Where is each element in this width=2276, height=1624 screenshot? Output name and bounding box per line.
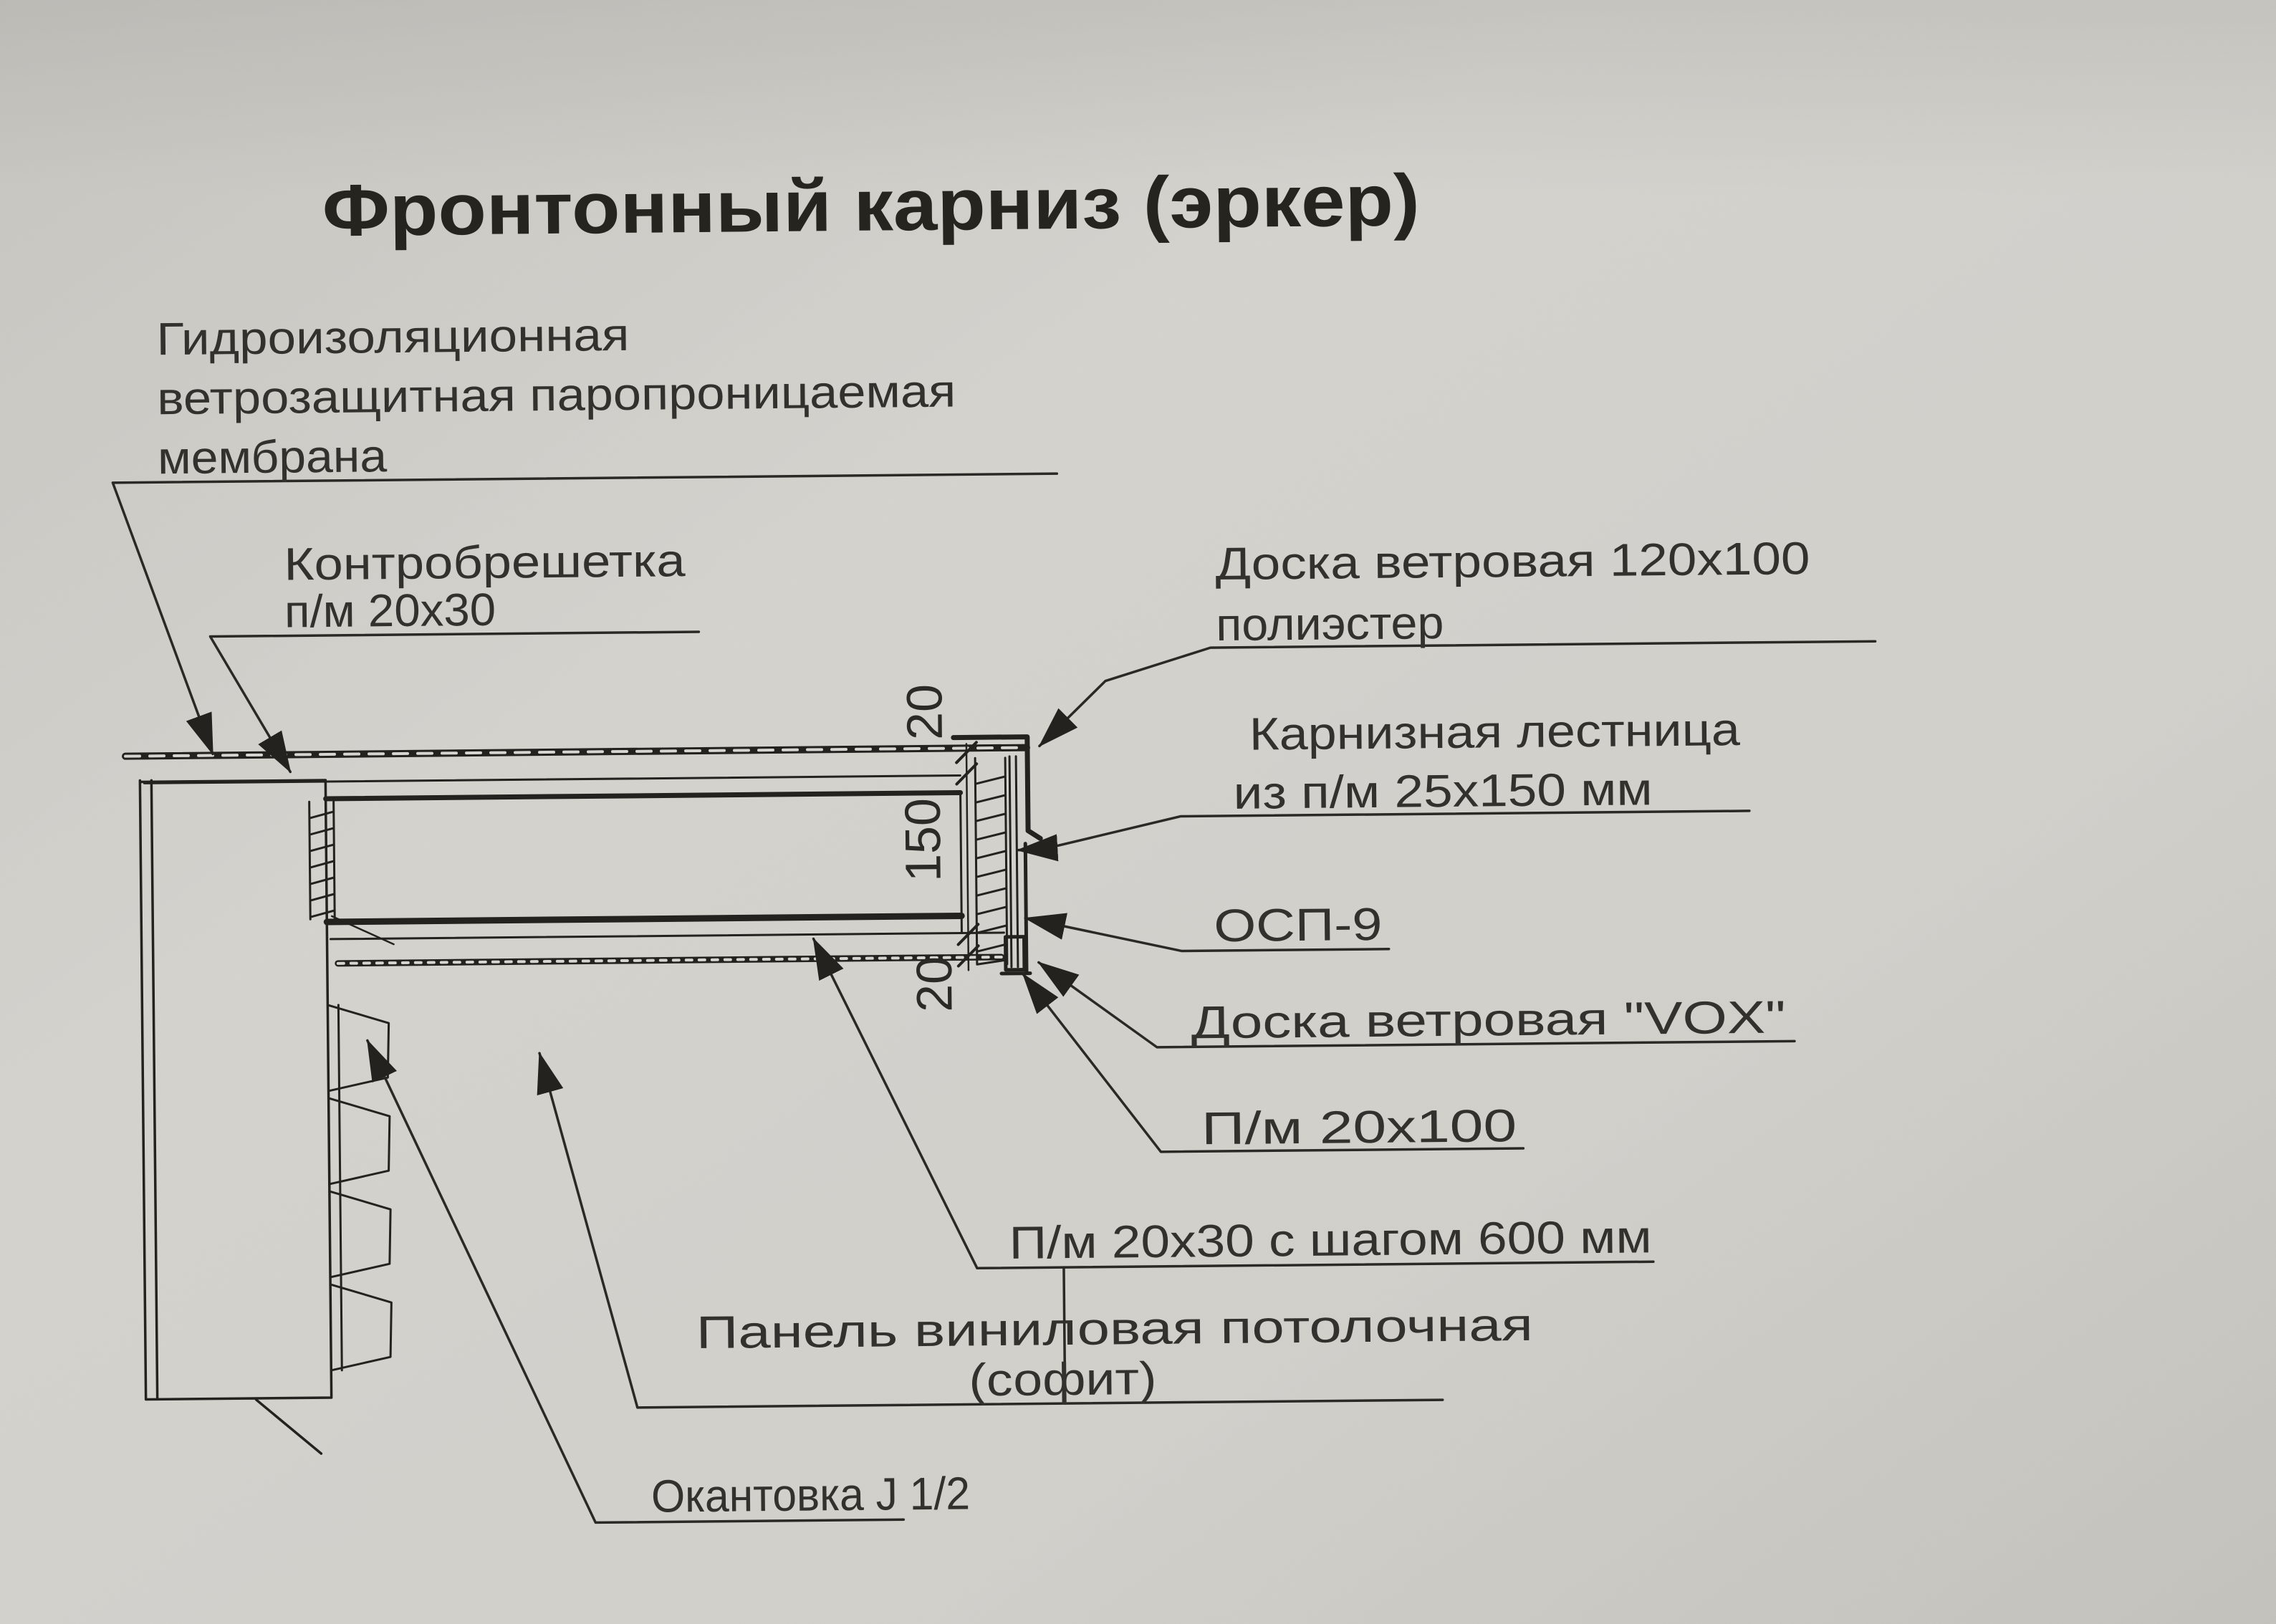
soffit-panel-leader (537, 1052, 1444, 1409)
callout-labels: Гидроизоляционная ветрозащитная паропрон… (156, 309, 1810, 1522)
osb-sheathing-lines (1008, 755, 1019, 969)
counter-batten-label-line2: п/м 20x30 (284, 584, 496, 638)
cornice-ladder-hatch (974, 756, 1009, 966)
rafter-top-line (143, 774, 961, 784)
wind-board-polyester-label-line1: Доска ветровая 120x100 (1215, 532, 1810, 590)
counter-batten-label-line1: Контробрешетка (284, 534, 686, 590)
soffit-batten-line (329, 931, 1005, 941)
dimension-ticks (955, 741, 980, 968)
osb-label: ОСП-9 (1214, 898, 1383, 951)
leader-lines (111, 472, 1877, 1524)
box-bottom-chord (323, 912, 965, 926)
counter-batten-leader (208, 630, 701, 774)
label-connector-line (1062, 1266, 1067, 1405)
soffit-panel-label-line2: (софит) (969, 1352, 1157, 1406)
soffit-panel-label-line1: Панель виниловая потолочная (696, 1299, 1533, 1358)
box-top-chord (323, 789, 964, 802)
callout-soffit-panel: Панель виниловая потолочная (софит) (696, 1299, 1533, 1406)
wind-board-polyester-leader (1038, 640, 1877, 748)
vox-leader (1037, 961, 1796, 1049)
batten-600-leader (812, 937, 1655, 1270)
cornice-ladder-label-line2: из п/м 25x150 мм (1233, 763, 1653, 819)
callout-counter-batten: Контробрешетка п/м 20x30 (284, 534, 686, 637)
drawing-title: Фронтонный карниз (эркер) (322, 159, 1420, 251)
dim-middle-150: 150 (895, 798, 951, 883)
membrane-leader (111, 472, 1059, 756)
j-trim-label: Окантовка J 1/2 (651, 1467, 971, 1522)
membrane-label-line3: мембрана (158, 430, 388, 484)
osb-leader (1024, 913, 1391, 953)
soffit-panel-line (335, 953, 1005, 967)
board-20x100-leader (1022, 972, 1525, 1153)
batten-600-label: П/м 20x30 с шагом 600 мм (1009, 1211, 1652, 1269)
cornice-ladder-leader (1016, 809, 1751, 862)
wall-outline (138, 779, 333, 1455)
vox-label: Доска ветровая "VOX" (1191, 991, 1786, 1048)
wind-board-polyester-label-line2: полиэстер (1216, 597, 1444, 650)
dim-bottom-20: 20 (906, 956, 963, 1013)
cornice-ladder-label-line1: Карнизная лестница (1249, 703, 1740, 760)
callout-membrane: Гидроизоляционная ветрозащитная паропрон… (156, 309, 956, 484)
counter-batten-hatch (308, 800, 336, 921)
callout-cornice-ladder: Карнизная лестница из п/м 25x150 мм (1233, 703, 1740, 819)
membrane-label-line2: ветрозащитная паропроницаемая (157, 365, 956, 425)
box-corner-diagonal (330, 915, 395, 946)
dim-top-20: 20 (896, 684, 953, 741)
membrane-label-line1: Гидроизоляционная (156, 309, 630, 365)
box-end-line (959, 791, 963, 934)
board-20x100-label: П/м 20x100 (1201, 1100, 1517, 1154)
j-trim-profile (1004, 935, 1027, 972)
dimension-labels: 20 150 20 (895, 684, 963, 1013)
callout-wind-board-polyester: Доска ветровая 120x100 полиэстер (1215, 532, 1810, 650)
j-trim-leader (366, 1039, 906, 1524)
